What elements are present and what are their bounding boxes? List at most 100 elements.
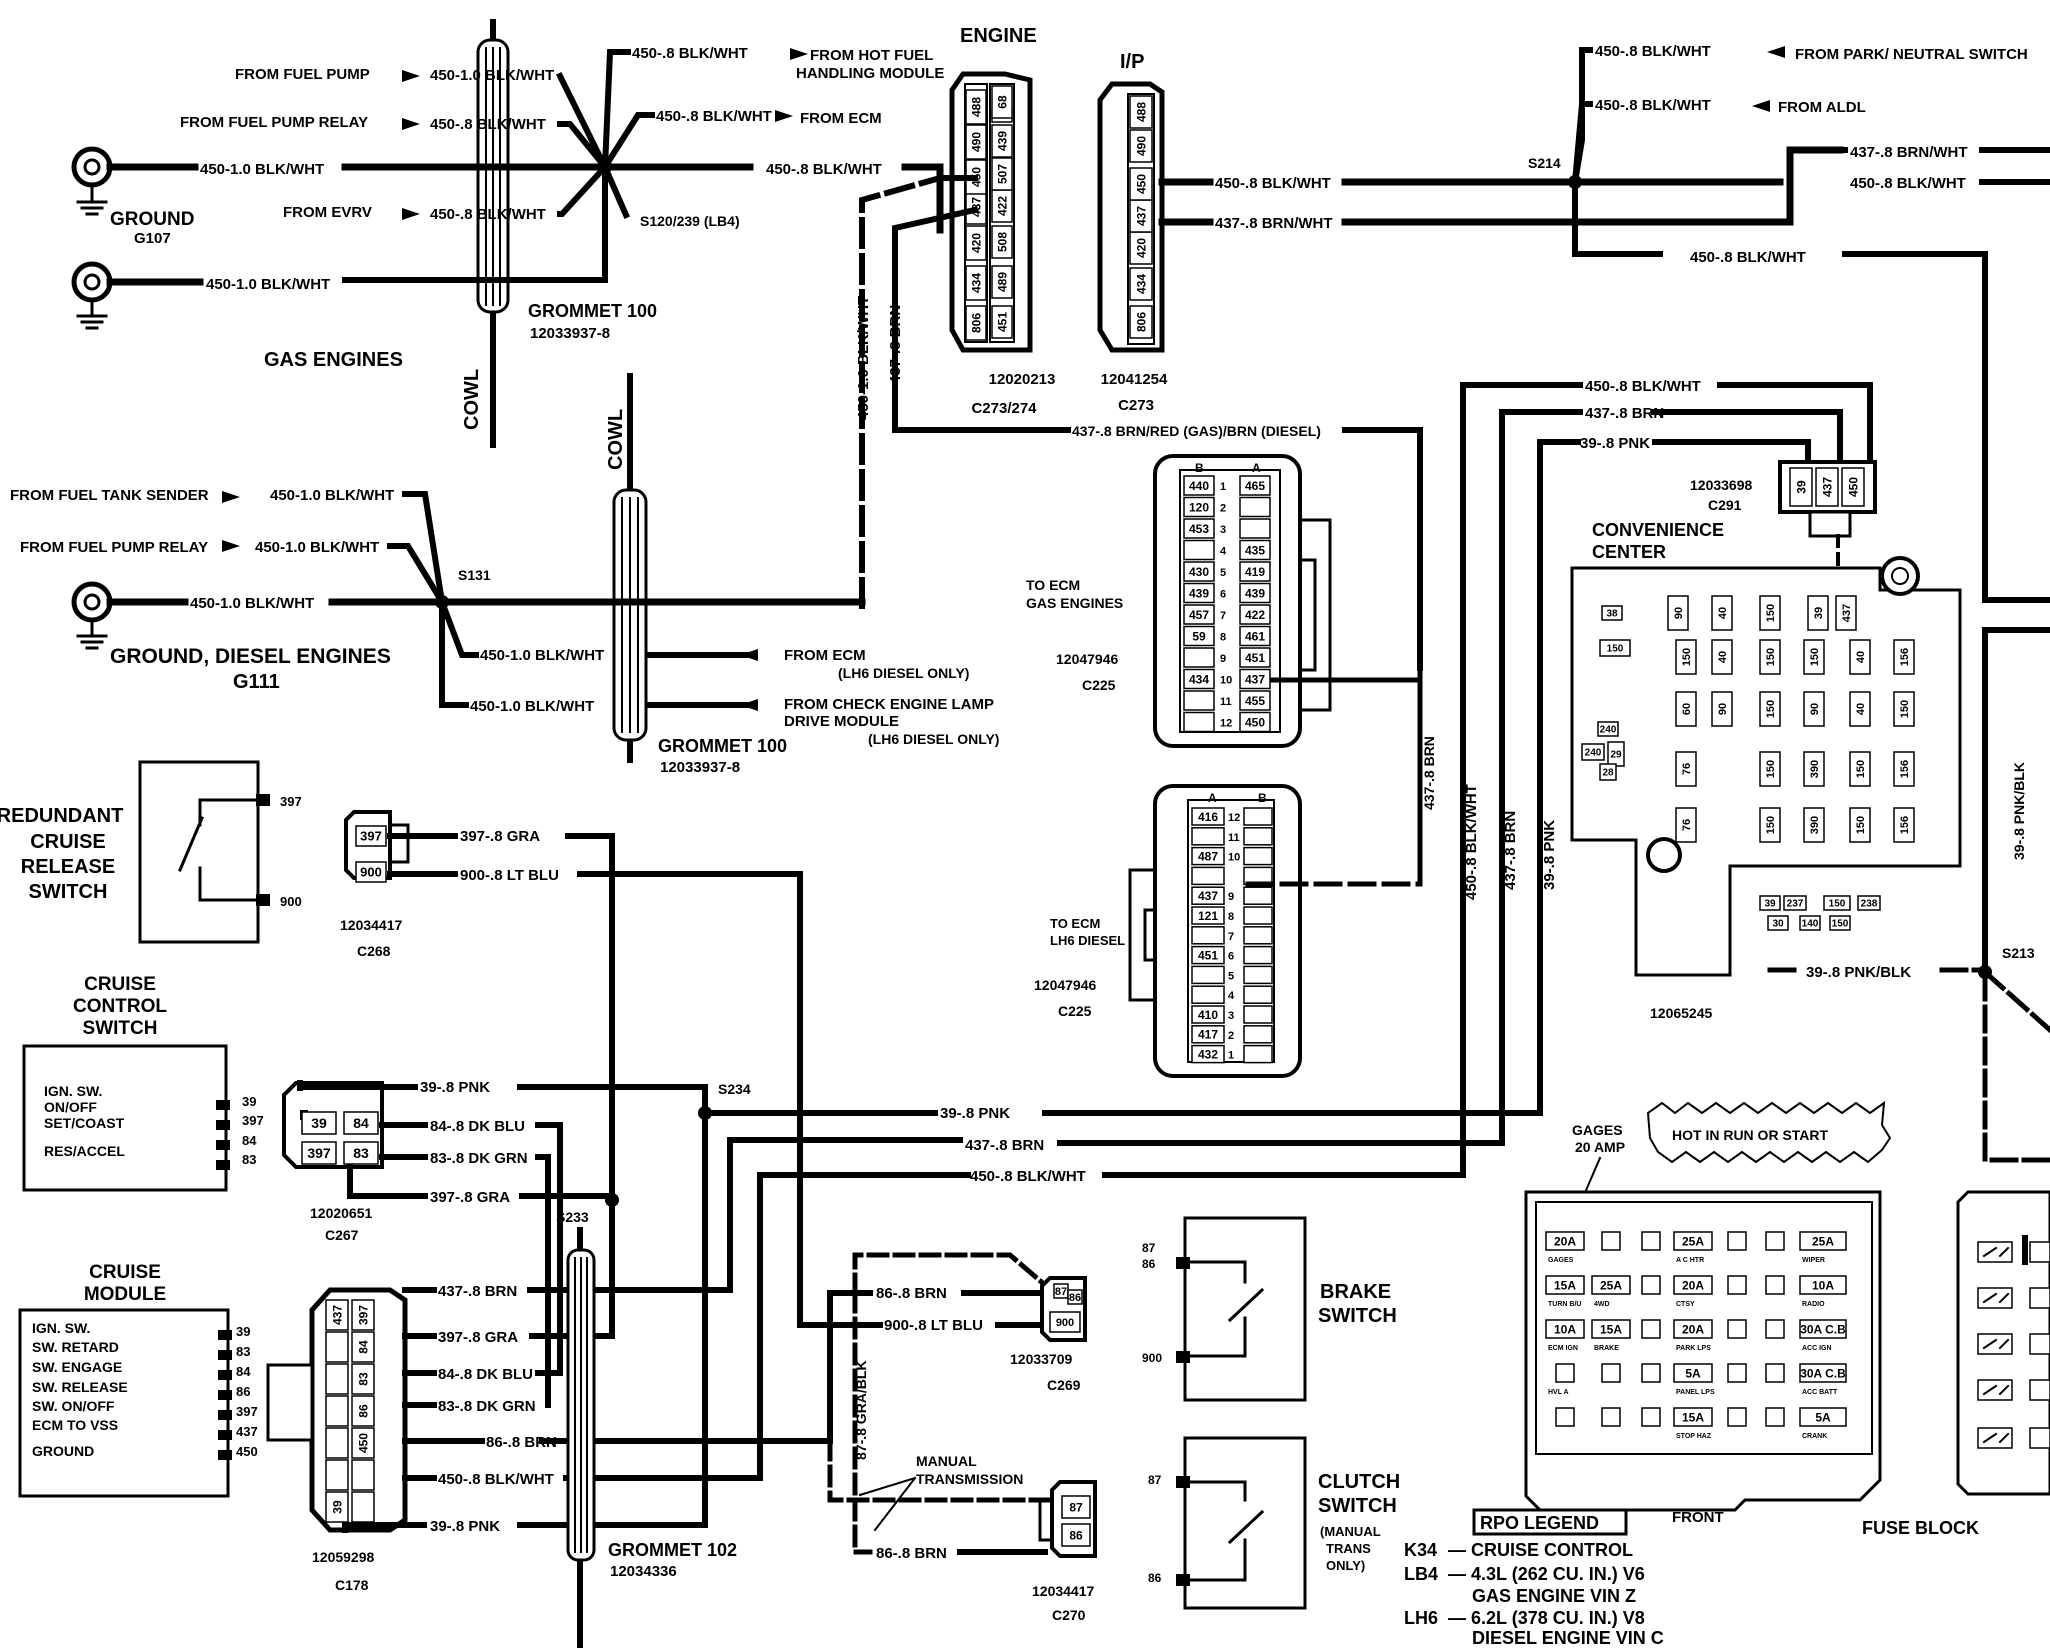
brake_pins-0: 87 xyxy=(1142,1241,1156,1255)
label-c269: C269 xyxy=(1047,1377,1081,1393)
cc-cc_row5-4-label: 156 xyxy=(1899,816,1911,834)
cruise_mod_pins-3: 86 xyxy=(236,1384,250,1399)
label-redundant-3: RELEASE xyxy=(21,856,115,878)
c225-gas-num-2: 3 xyxy=(1220,524,1226,536)
c225-lh6-a-11: 417 xyxy=(1191,1025,1225,1044)
fuse-r1-c3: 20A xyxy=(1673,1275,1713,1295)
c273-engine-left-pin-5-label: 490 xyxy=(969,132,983,152)
fuse-r2-c3-label: 20A xyxy=(1682,1322,1704,1336)
c267-pin-1: 84 xyxy=(343,1111,379,1135)
cc-cc_row3-4-label: 40 xyxy=(1855,703,1867,715)
label-c268-pn: 12034417 xyxy=(340,917,403,933)
c225-lh6-a-0-label: 416 xyxy=(1198,810,1218,824)
c225-lh6-b-11 xyxy=(1243,1025,1273,1044)
label-c178: C178 xyxy=(335,1577,369,1593)
c225-lh6-num-7: 6 xyxy=(1228,951,1234,963)
label-convenience-1: CONVENIENCE xyxy=(1592,520,1724,540)
label-900-ltblu-c269: 900-.8 LT BLU xyxy=(884,1317,983,1334)
cc-cc_row4-4-label: 156 xyxy=(1899,760,1911,778)
cc-cc_row2-0-label: 150 xyxy=(1681,648,1693,666)
c178-left-pin-5 xyxy=(325,1459,349,1491)
cc-misc-4: 29 xyxy=(1607,741,1625,767)
label-engine: ENGINE xyxy=(960,25,1037,47)
c225-gas-b-11 xyxy=(1183,711,1215,733)
c225-lh6-a-6 xyxy=(1191,926,1225,945)
c273-ip-pin-6-label: 488 xyxy=(1134,102,1148,122)
c273-engine-left-pin-5: 490 xyxy=(965,124,987,160)
c225-gas-b-7: 59 xyxy=(1183,625,1215,647)
c225-lh6-b-1 xyxy=(1243,827,1273,846)
cc-cc_row1-4-label: 437 xyxy=(1841,604,1853,622)
label-39-pnk-bus: 39-.8 PNK xyxy=(1580,435,1650,452)
cc-misc-1: 150 xyxy=(1599,639,1631,657)
c291-pin-2-label: 450 xyxy=(1846,477,1860,497)
cc-misc-10: 30 xyxy=(1767,915,1789,931)
cruise_sw_pins-2: 84 xyxy=(242,1133,257,1148)
c225-lh6-a-2-label: 487 xyxy=(1198,849,1218,863)
label-397-gra-c178: 397-.8 GRA xyxy=(438,1329,518,1346)
fuse-r4-c6: 5A xyxy=(1799,1407,1847,1427)
label-convenience-pn: 12065245 xyxy=(1650,1005,1713,1021)
label-from-ecm-2: FROM ECM xyxy=(784,647,866,664)
cc-cc_row5-2-label: 390 xyxy=(1809,816,1821,834)
label-450-8-aldl: 450-.8 BLK/WHT xyxy=(1595,97,1711,114)
c268-pin-1: 900 xyxy=(355,861,387,883)
c178-left-pin-0: 437 xyxy=(325,1299,349,1331)
c225-lh6-a-9 xyxy=(1191,985,1225,1004)
c225-gas-b-5-label: 439 xyxy=(1189,586,1209,600)
c270-pin-0: 87 xyxy=(1061,1495,1091,1519)
label-39-pnk-mid: 39-.8 PNK xyxy=(940,1105,1010,1122)
label-rpo-lh6-b: DIESEL ENGINE VIN C xyxy=(1472,1628,1664,1648)
c273-engine-left-pin-0-label: 806 xyxy=(969,313,983,333)
c225-gas-b-2: 453 xyxy=(1183,518,1215,539)
bus-39 xyxy=(1537,439,1581,1113)
cc-cc_row5-3-label: 150 xyxy=(1855,816,1867,834)
c269-pin-2: 900 xyxy=(1049,1311,1081,1333)
cc-misc-8: 150 xyxy=(1823,895,1851,911)
cc-misc-5-label: 28 xyxy=(1602,768,1614,779)
c178-left-pin-2 xyxy=(325,1363,349,1395)
cc-misc-0-label: 38 xyxy=(1606,609,1618,620)
c270-pin-1-label: 86 xyxy=(1069,1528,1083,1542)
label-from-cel-2: DRIVE MODULE xyxy=(784,713,899,730)
label-450-8-engine: 450-.8 BLK/WHT xyxy=(766,161,882,178)
cc-cc_row5-1: 150 xyxy=(1759,807,1781,843)
c178-right-pin-0-label: 397 xyxy=(356,1305,370,1325)
label-s213: S213 xyxy=(2002,945,2035,961)
label-450-1-0-b: 450-1.0 BLK/WHT xyxy=(206,276,330,293)
label-clutch-1: CLUTCH xyxy=(1318,1471,1400,1493)
label-grommet-102-pn: 12034336 xyxy=(610,1563,677,1580)
fuse-r1-c1: 25A xyxy=(1591,1275,1631,1295)
fuse-r3-c6: 30A C.B xyxy=(1799,1363,1847,1383)
c225-gas-b-3 xyxy=(1183,539,1215,561)
label-cowl-1: COWL xyxy=(461,369,483,430)
cc-misc-11: 140 xyxy=(1799,915,1821,931)
c269-pin-1-label: 86 xyxy=(1069,1292,1081,1304)
cc-cc_row3-1: 90 xyxy=(1711,691,1733,727)
label-450-1-0-sender: 450-1.0 BLK/WHT xyxy=(270,487,394,504)
cc-cc_row1-1-label: 40 xyxy=(1717,607,1729,619)
cc-misc-7: 237 xyxy=(1783,895,1807,911)
label-397-gra-c267: 397-.8 GRA xyxy=(430,1189,510,1206)
label-m-retard: SW. RETARD xyxy=(32,1339,119,1355)
fuse-r2-c5 xyxy=(1765,1319,1785,1339)
c273-engine-right-pin-2-label: 508 xyxy=(995,232,1009,252)
label-from-hot-fuel-1: FROM HOT FUEL xyxy=(810,47,933,64)
c225-lh6-num-11: 2 xyxy=(1228,1030,1234,1042)
cc-cc_row5-3: 150 xyxy=(1849,807,1871,843)
c273-ip-pin-4-label: 450 xyxy=(1134,174,1148,194)
c225-gas-b-7-label: 59 xyxy=(1192,629,1206,643)
cc-cc_row5-1-label: 150 xyxy=(1765,816,1777,834)
ground-eyelet-g111 xyxy=(71,581,113,650)
cc-cc_row1-3: 39 xyxy=(1807,595,1829,631)
c267-pin-2: 397 xyxy=(301,1141,337,1165)
fuse-sub-r0-c6: WIPER xyxy=(1802,1257,1825,1264)
label-39-pnk-c267: 39-.8 PNK xyxy=(420,1079,490,1096)
cc-cc_row4-0-label: 76 xyxy=(1681,763,1693,775)
fuse-sub-r3-c3: PANEL LPS xyxy=(1676,1389,1715,1396)
c273-engine-left-pin-6-label: 488 xyxy=(969,97,983,117)
